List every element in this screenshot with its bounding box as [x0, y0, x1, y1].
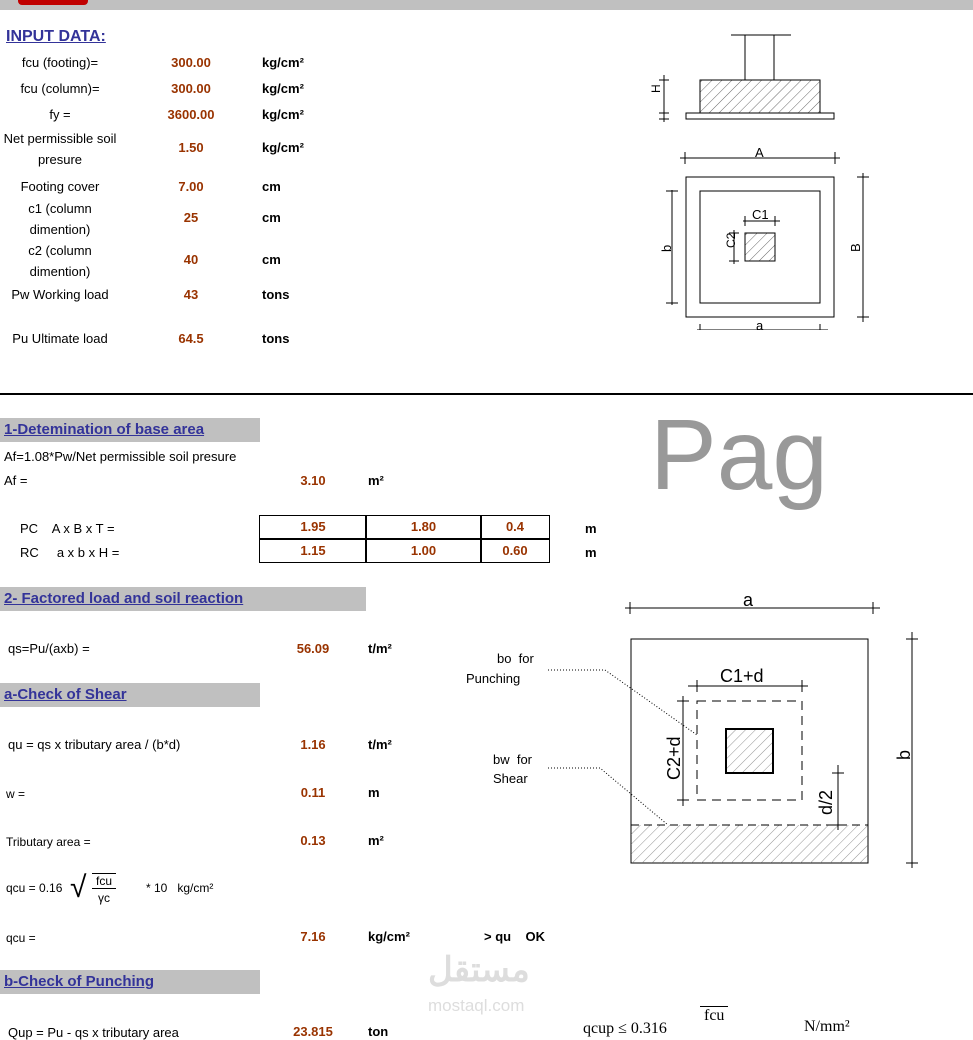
punching-formula-unit: N/mm² [804, 1018, 850, 1035]
label2-d2: d/2 [816, 790, 836, 815]
input-value: 1.50 [178, 140, 204, 155]
input-value: 64.5 [178, 331, 204, 346]
qcu-formula-pre: qcu = 0.16 [6, 881, 63, 895]
qcu-formula-post: * 10 kg/cm² [146, 881, 214, 895]
qcu-formula: qcu = 0.16 √ fcu γc * 10 kg/cm² [6, 871, 246, 908]
bw-label-1: bw for [493, 752, 533, 767]
punching-formula: qcup ≤ 0.316 [583, 1020, 667, 1037]
input-unit: cm [262, 210, 281, 225]
section-1-header: 1-Detemination of base area [0, 418, 260, 442]
pc-unit: m [585, 521, 597, 536]
input-value: 43 [183, 287, 199, 302]
input-value: 7.00 [178, 179, 204, 194]
rc-label: RC a x b x H = [20, 545, 120, 560]
qu-label: qu = qs x tributary area / (b*d) [8, 737, 181, 752]
label-H: H [649, 84, 663, 93]
input-value: 3600.00 [167, 107, 215, 122]
input-unit: cm [262, 252, 281, 267]
qcu-label: qcu = [6, 931, 36, 945]
input-unit: tons [262, 331, 290, 346]
qcu-value: 7.16 [300, 929, 326, 944]
ta-unit: m² [368, 833, 384, 848]
input-label: Footing cover [20, 179, 100, 194]
input-label: Net permissible soil presure [3, 131, 117, 167]
label-C1: C1 [752, 207, 769, 222]
label-b: b [659, 245, 674, 252]
label-A: A [755, 145, 764, 160]
af-formula: Af=1.08*Pw/Net permissible soil presure [4, 449, 237, 464]
qup-value: 23.815 [293, 1024, 333, 1039]
label-C2: C2 [724, 232, 738, 248]
input-unit: kg/cm² [262, 107, 304, 122]
pc-label: PC A x B x T = [20, 521, 115, 536]
qs-value: 56.09 [296, 641, 330, 656]
input-unit: kg/cm² [262, 81, 304, 96]
label2-c1d: C1+d [720, 666, 764, 686]
divider [0, 393, 973, 395]
mostaql-watermark-arabic: مستقل [428, 951, 530, 989]
w-label: w = [6, 787, 26, 801]
input-value: 40 [183, 252, 199, 267]
top-bar [0, 0, 973, 10]
rc-H: 0.60 [480, 539, 550, 563]
punching-diagram: a C1+d C2+d d/2 b bo for Punching bw for… [466, 590, 918, 868]
label2-a: a [743, 590, 754, 610]
label2-b: b [894, 750, 914, 760]
label-B: B [848, 243, 863, 252]
w-value: 0.11 [300, 785, 326, 800]
input-unit: cm [262, 179, 281, 194]
rc-a: 1.15 [259, 539, 367, 563]
input-label: fy = [49, 107, 71, 122]
input-label: fcu (column)= [20, 81, 100, 96]
qu-unit: t/m² [368, 737, 392, 752]
qcu-num: fcu [92, 873, 117, 889]
rc-b: 1.00 [365, 539, 482, 563]
pc-B: 1.80 [365, 515, 482, 539]
qcu-unit: kg/cm² [368, 929, 410, 944]
pc-T: 0.4 [480, 515, 550, 539]
input-label: c2 (column dimention) [28, 243, 92, 279]
bo-label-1: bo for [497, 651, 535, 666]
rc-unit: m [585, 545, 597, 560]
qup-unit: ton [368, 1024, 389, 1039]
qcu-check: > qu OK [484, 929, 546, 944]
section-b-header: b-Check of Punching [0, 970, 260, 994]
logo-fragment [18, 0, 88, 5]
ta-label: Tributary area = [6, 835, 91, 849]
af-unit: m² [368, 473, 384, 488]
qs-unit: t/m² [368, 641, 392, 656]
footing-diagram: H A b B a C1 C2 [649, 34, 869, 330]
qup-label: Qup = Pu - qs x tributary area [8, 1025, 179, 1040]
af-label: Af = [4, 473, 28, 488]
punching-formula-num: fcu [700, 1006, 729, 1025]
input-label: c1 (column dimention) [28, 201, 92, 237]
input-title: INPUT DATA: [6, 28, 106, 45]
w-unit: m [368, 785, 380, 800]
section-a-header: a-Check of Shear [0, 683, 260, 707]
page-watermark: Pag [650, 400, 828, 510]
input-label: Pw Working load [11, 287, 109, 302]
input-label: fcu (footing)= [21, 55, 99, 70]
section-2-header: 2- Factored load and soil reaction [0, 587, 366, 611]
ta-value: 0.13 [300, 833, 326, 848]
input-value: 25 [183, 210, 199, 225]
bo-label-2: Punching [466, 671, 520, 686]
label-a: a [756, 318, 764, 330]
sqrt-icon: √ [70, 871, 87, 904]
af-value: 3.10 [300, 473, 326, 488]
qcu-den: γc [98, 891, 110, 905]
label2-c2d: C2+d [664, 736, 684, 780]
qu-value: 1.16 [300, 737, 326, 752]
input-value: 300.00 [171, 81, 211, 96]
pc-A: 1.95 [259, 515, 367, 539]
qs-label: qs=Pu/(axb) = [8, 641, 90, 656]
input-unit: kg/cm² [262, 140, 304, 155]
input-value: 300.00 [171, 55, 211, 70]
bw-label-2: Shear [493, 771, 528, 786]
input-label: Pu Ultimate load [12, 331, 108, 346]
mostaql-watermark-latin: mostaql.com [428, 996, 525, 1015]
input-unit: kg/cm² [262, 55, 304, 70]
input-unit: tons [262, 287, 290, 302]
